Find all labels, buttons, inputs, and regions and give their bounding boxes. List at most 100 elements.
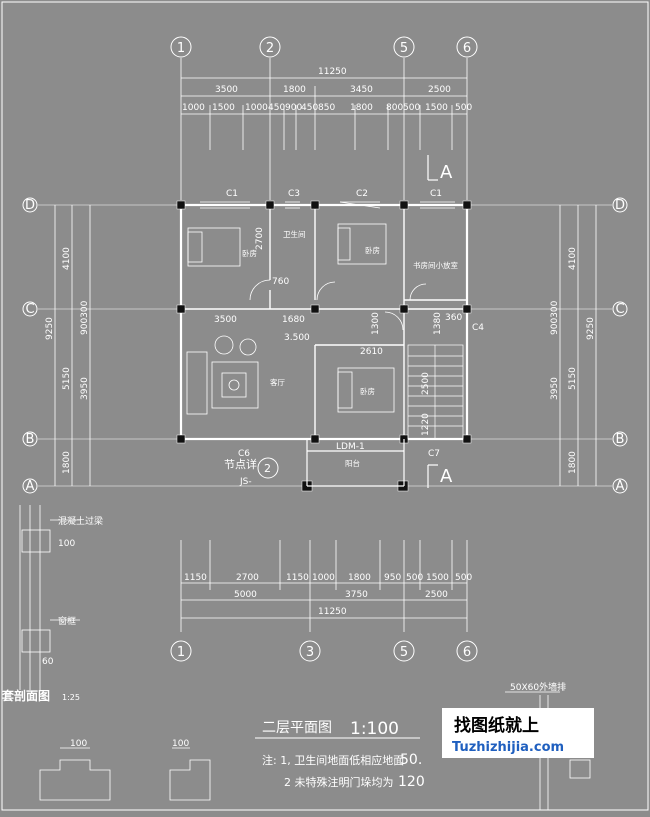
- section-detail-labels: 混凝土过梁 100 窗框 60: [42, 515, 103, 667]
- dim-left-outer: 9250: [45, 317, 55, 340]
- svg-text:500: 500: [403, 103, 420, 113]
- drawing-notes: 注: 1, 卫生间地面低相应地面 50. 2 未特殊注明门垛均为 120: [262, 752, 425, 790]
- svg-text:2 未特殊注明门垛均为: 2 未特殊注明门垛均为: [284, 775, 394, 789]
- svg-text:3500: 3500: [214, 315, 237, 325]
- svg-text:1000: 1000: [312, 573, 335, 583]
- dim-right-inner-1: 900300: [550, 300, 560, 335]
- dim-right-mid-1: 4100: [568, 247, 578, 270]
- svg-text:450: 450: [301, 103, 318, 113]
- svg-text:100: 100: [172, 739, 189, 749]
- dim-left-inner-2: 3950: [80, 377, 90, 400]
- dim-left-inner-1: 900300: [80, 300, 90, 335]
- room-study: 书房间小放室: [413, 260, 458, 270]
- svg-text:1680: 1680: [282, 315, 305, 325]
- right-dimension-lines: [559, 205, 597, 486]
- svg-text:1800: 1800: [283, 85, 306, 95]
- dim-left-mid-3: 1800: [62, 451, 72, 474]
- svg-text:1800: 1800: [350, 103, 373, 113]
- door-swings: [249, 279, 427, 331]
- dim-left-mid-2: 5150: [62, 367, 72, 390]
- room-bedroom-1: 卧房: [242, 248, 257, 258]
- svg-text:1: 1: [177, 645, 185, 660]
- internal-dimensions: 2700 760 1680 3500 3.500 1300 2610 1380 …: [214, 227, 462, 436]
- svg-text:360: 360: [445, 313, 462, 323]
- axis-top-3: 5: [400, 41, 408, 56]
- dim-top-detail: 1000 1500 1000 450 900 450 850 1800 800 …: [182, 103, 472, 113]
- window-c3: C3: [288, 189, 300, 199]
- sill-dims: 100 100: [70, 739, 189, 749]
- svg-text:900: 900: [285, 103, 302, 113]
- svg-text:100: 100: [70, 739, 87, 749]
- dim-right-outer: 9250: [586, 317, 596, 340]
- sill-detail: [39, 747, 211, 801]
- left-axis-markers: D C B A: [22, 197, 38, 494]
- beam-ldm1: LDM-1: [336, 442, 365, 452]
- window-c7: C7: [428, 449, 440, 459]
- window-markers: [200, 201, 455, 209]
- svg-text:JS-: JS-: [239, 477, 252, 487]
- svg-text:C: C: [25, 302, 34, 317]
- svg-text:450: 450: [268, 103, 285, 113]
- watermark-url: Tuzhizhijia.com: [452, 740, 564, 755]
- dim-right-mid-3: 1800: [568, 451, 578, 474]
- window-c1-a: C1: [226, 189, 238, 199]
- svg-text:1000: 1000: [245, 103, 268, 113]
- svg-text:3500: 3500: [215, 85, 238, 95]
- room-bedroom-2: 卧房: [365, 245, 380, 255]
- window-c6: C6: [238, 449, 250, 459]
- svg-text:2500: 2500: [425, 590, 448, 600]
- window-c2: C2: [356, 189, 368, 199]
- room-bedroom-3: 卧房: [360, 386, 375, 396]
- interior-walls: [181, 205, 467, 439]
- watermark: 找图纸就上 Tuzhizhijia.com: [442, 708, 594, 758]
- svg-text:1150: 1150: [184, 573, 207, 583]
- svg-text:60: 60: [42, 657, 54, 667]
- section-letter-top: A: [440, 162, 453, 183]
- axis-top-1: 1: [177, 41, 185, 56]
- dim-top-mid: 3500 1800 3450 2500: [215, 85, 451, 95]
- section-mark-top: [427, 155, 438, 181]
- svg-text:1220: 1220: [421, 413, 431, 436]
- svg-text:3450: 3450: [350, 85, 373, 95]
- staircase: [407, 344, 464, 440]
- dim-bottom-total: 11250: [318, 607, 347, 617]
- svg-text:套剖面图: 套剖面图: [1, 688, 50, 703]
- svg-text:120: 120: [398, 774, 425, 790]
- section-letter-bottom: A: [440, 466, 453, 487]
- svg-text:850: 850: [318, 103, 335, 113]
- detail-callout: 2 节点详 JS-: [224, 457, 279, 487]
- dim-left-mid-1: 4100: [62, 247, 72, 270]
- svg-text:1500: 1500: [212, 103, 235, 113]
- dim-right-mid-2: 5150: [568, 367, 578, 390]
- beam-size-label: 50X60外墙排: [510, 681, 566, 693]
- svg-text:A: A: [616, 479, 625, 494]
- svg-text:D: D: [615, 198, 625, 213]
- structural-columns: [176, 200, 472, 492]
- svg-text:1380: 1380: [433, 312, 443, 335]
- exterior-walls: [179, 203, 469, 441]
- svg-text:1300: 1300: [371, 312, 381, 335]
- svg-text:500: 500: [455, 573, 472, 583]
- svg-text:5000: 5000: [234, 590, 257, 600]
- svg-text:2: 2: [264, 462, 271, 475]
- svg-text:2700: 2700: [236, 573, 259, 583]
- svg-text:950: 950: [384, 573, 401, 583]
- room-bathroom: 卫生间: [283, 229, 306, 239]
- balcony: [306, 439, 405, 487]
- axis-top-2: 2: [266, 41, 274, 56]
- svg-text:注: 1, 卫生间地面低相应地面: 注: 1, 卫生间地面低相应地面: [262, 753, 404, 767]
- dim-right-inner-2: 3950: [550, 377, 560, 400]
- section-mark-bottom: [427, 464, 438, 488]
- svg-text:1:25: 1:25: [62, 693, 80, 702]
- svg-text:2700: 2700: [255, 227, 265, 250]
- svg-text:100: 100: [58, 539, 75, 549]
- svg-text:3: 3: [306, 645, 314, 660]
- svg-text:6: 6: [463, 645, 471, 660]
- svg-text:B: B: [26, 432, 35, 447]
- room-living: 客厅: [270, 377, 285, 387]
- svg-text:节点详: 节点详: [224, 457, 257, 471]
- svg-text:5: 5: [400, 645, 408, 660]
- dim-top-total: 11250: [318, 67, 347, 77]
